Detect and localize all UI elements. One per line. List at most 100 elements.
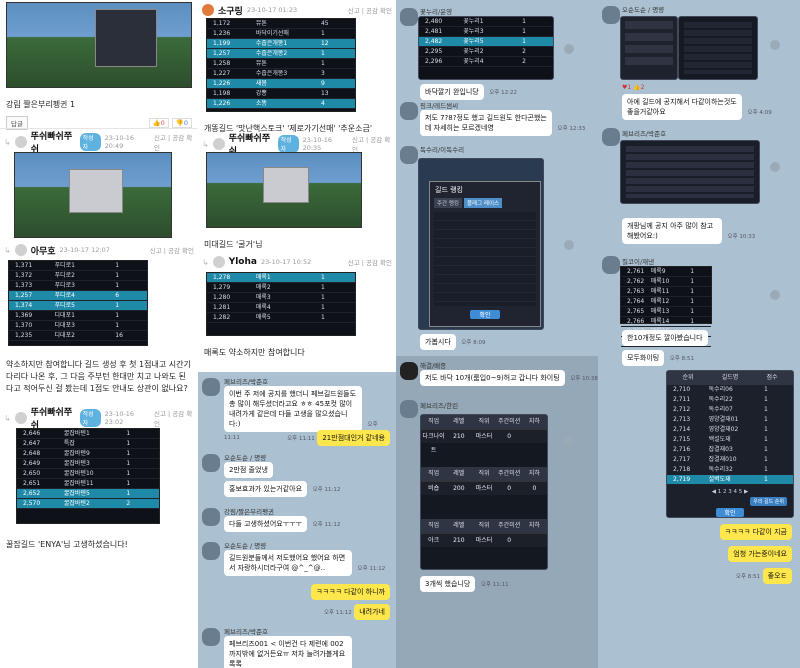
share-icon[interactable]: [564, 44, 574, 54]
rank-cell: 2,763: [627, 288, 645, 295]
avatar[interactable]: [14, 412, 27, 424]
post-date: 23-10-17 12:07: [59, 246, 110, 254]
rank-cell: 2,481: [425, 28, 443, 35]
rank-cell: 2,762: [627, 278, 645, 285]
sender-name: 페브리즈/박준호: [622, 130, 667, 138]
menu-row: [625, 33, 673, 41]
message-time: 오후 8:51: [669, 356, 694, 362]
reactions[interactable]: ♥1 👍2: [622, 84, 645, 91]
header-cell: 지하: [528, 418, 540, 425]
share-icon[interactable]: [770, 40, 780, 50]
post-actions[interactable]: 신고 | 공감 확인: [347, 259, 392, 267]
reply-arrow-icon: ↳: [202, 139, 209, 149]
score-cell: 1: [522, 38, 526, 45]
post-actions[interactable]: 신고 | 공감 확인: [347, 7, 392, 15]
guild-name-cell: 강뽕: [255, 90, 267, 97]
upvote-button[interactable]: 👍0: [148, 118, 169, 128]
post-caption: 강림 짤은부리펭귄 1: [6, 100, 76, 109]
header-cell: 레벨: [453, 470, 465, 477]
table-spacer: [421, 495, 547, 519]
post-actions[interactable]: 신고 | 공감 확인: [154, 134, 193, 152]
share-icon[interactable]: [564, 436, 574, 446]
chat-message: 페브리즈/박준호 이번 주 저에 공지를 했더니 페브길드원들도 총 많이 해두…: [224, 376, 392, 441]
guild-name-cell: 디대포2: [54, 332, 75, 339]
author-name[interactable]: 아무호: [30, 246, 56, 257]
reply-button[interactable]: 답글: [6, 116, 28, 130]
score-cell: 1: [126, 470, 131, 477]
my-guild-rank-button[interactable]: 우리 길드 순위: [750, 497, 787, 506]
avatar[interactable]: [202, 4, 214, 16]
avatar[interactable]: [14, 136, 27, 148]
author-name[interactable]: 소구링: [218, 6, 243, 17]
score-cell: 3: [320, 70, 325, 77]
guild-name-cell: 매록5: [255, 314, 271, 321]
message-time: 오후 11:12: [312, 522, 341, 528]
guild-name-cell: 꿀잡바텐11: [63, 480, 94, 487]
chat-bubble: 아에 길드에 공지해서 다같이하는것도 좋을거같아요: [622, 94, 742, 120]
pagination[interactable]: ◀ 1 2 3 4 5 ▶: [711, 489, 749, 495]
rank-cell: 1,235: [15, 332, 33, 339]
post-actions[interactable]: 신고 | 공감 확인: [352, 136, 391, 154]
author-name[interactable]: 뚜쉬빠쉬쭈쉬: [30, 132, 73, 155]
chat-message-self: 오후 11:11 21만점대인거 같네용: [284, 430, 390, 446]
confirm-button[interactable]: 확인: [470, 310, 500, 319]
guild-name-cell: 매록12: [650, 298, 670, 305]
table-cell: 마스터: [475, 537, 493, 544]
share-icon[interactable]: [770, 290, 780, 300]
chat-message: 오순도순 / 명량 길드원분들께서 저도했어요 했어요 하면서 자랑하시더라구여…: [224, 540, 385, 576]
notice-text: [684, 22, 752, 74]
avatar: [202, 542, 220, 560]
tab-flag-race[interactable]: 플래그 레이스: [464, 198, 503, 208]
guild-name-cell: 새봄: [255, 80, 267, 87]
rank-cell: 2,646: [23, 430, 41, 437]
rank-cell: 2,652: [23, 490, 41, 497]
table-cell: 200: [453, 485, 465, 492]
avatar[interactable]: [212, 138, 225, 150]
guild-name-cell: 디대포1: [54, 312, 75, 319]
score-cell: 1: [690, 278, 695, 285]
downvote-button[interactable]: 👎0: [171, 118, 192, 128]
author-name[interactable]: Yloha: [228, 257, 257, 267]
rank-cell: 1,369: [15, 312, 33, 319]
post-actions[interactable]: 신고 | 공감 확인: [149, 247, 194, 255]
avatar[interactable]: [212, 256, 225, 268]
header-cell: 주간미션: [498, 522, 521, 529]
header-cell: 주간미션: [498, 418, 521, 425]
guild-name-cell: 매록2: [255, 284, 271, 291]
rank-cell: 2,570: [23, 500, 41, 507]
score-cell: 1: [690, 308, 695, 315]
window-title: 길드 랭킹: [435, 186, 463, 194]
reply-arrow-icon: ↳: [4, 245, 11, 255]
avatar[interactable]: [14, 244, 27, 256]
share-icon[interactable]: [564, 240, 574, 250]
rank-cell: 2,711: [673, 396, 691, 403]
guild-name-cell: 푸디로1: [54, 262, 75, 269]
author-badge: 작성자: [79, 133, 101, 151]
author-name[interactable]: 뚜쉬빠쉬쭈쉬: [30, 408, 73, 431]
guild-name-cell: 수줍은개똥1: [255, 40, 288, 47]
post-actions[interactable]: 신고 | 공감 확인: [154, 410, 193, 428]
post-header: ↳ 뚜쉬빠쉬쭈쉬 작성자 23-10-16 23:02 신고 | 공감 확인: [0, 408, 198, 431]
message-time: 오후 11:12: [357, 566, 386, 572]
sender-name: 페브리즈/박준호: [224, 378, 269, 386]
table-cell: 0: [532, 485, 537, 492]
guild-name-cell: 영양결재02: [708, 426, 739, 433]
score-cell: 1: [126, 480, 131, 487]
confirm-button[interactable]: 확인: [716, 508, 744, 517]
share-icon[interactable]: [770, 162, 780, 172]
post-date: 23-10-16 20:49: [104, 134, 135, 150]
chat-bubble: 길드원분들께서 저도했어요 했어요 하면서 자랑하시더라구여 @^_^@..: [224, 550, 352, 576]
rank-cell: 1,372: [15, 272, 33, 279]
tab-weekly[interactable]: 주간 랭킹: [434, 198, 462, 208]
rank-cell: 1,281: [213, 304, 231, 311]
